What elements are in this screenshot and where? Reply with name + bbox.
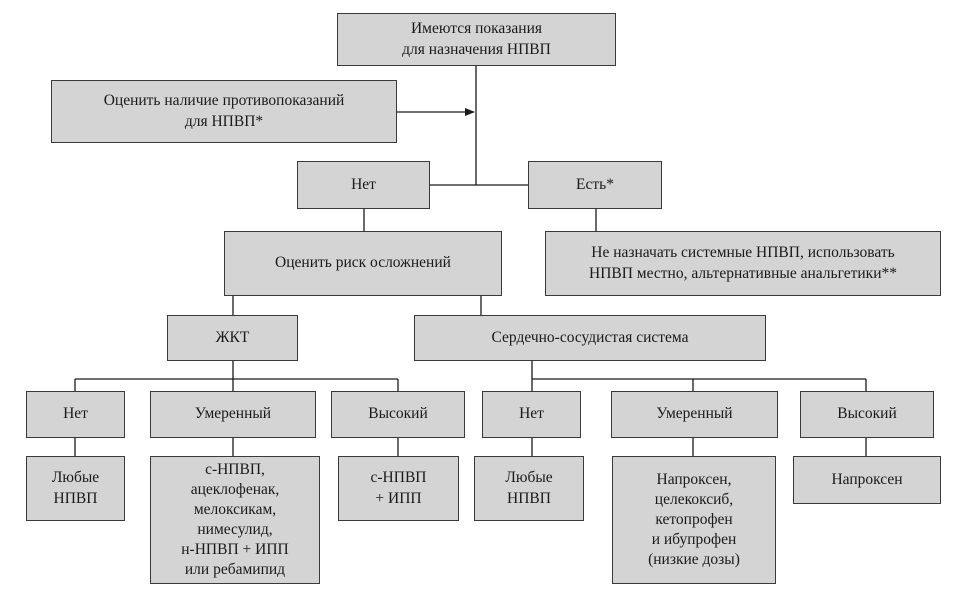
gi-risk-none-box: Нет [26,391,125,438]
cv-risk-moderate-box: Умеренный [611,391,778,438]
gi-risk-high-box: Высокий [331,391,465,438]
cv-none-recommendation-box: Любые НПВП [474,456,584,521]
assess-risk-box: Оценить риск осложнений [224,231,502,296]
cv-high-recommendation-box: Напроксен [793,456,941,504]
cv-moderate-recommendation-box: Напроксен, целекоксиб, кетопрофен и ибуп… [612,456,776,584]
cv-risk-high-box: Высокий [800,391,934,438]
gi-risk-moderate-box: Умеренный [150,391,316,438]
root-box: Имеются показания для назначения НПВП [337,13,616,66]
gi-category-box: ЖКТ [167,315,298,361]
cv-risk-none-box: Нет [482,391,581,438]
gi-moderate-recommendation-box: с-НПВП, ацеклофенак, мелоксикам, нимесул… [150,456,320,584]
contraindications-action-box: Не назначать системные НПВП, использоват… [545,231,941,296]
cv-category-box: Сердечно-сосудистая система [414,315,766,361]
gi-high-recommendation-box: с-НПВП + ИПП [338,456,459,521]
contraindications-present-box: Есть* [528,161,662,209]
no-contraindications-box: Нет [297,161,430,209]
gi-none-recommendation-box: Любые НПВП [26,456,125,521]
assess-contraindications-box: Оценить наличие противопоказаний для НПВ… [51,80,397,143]
